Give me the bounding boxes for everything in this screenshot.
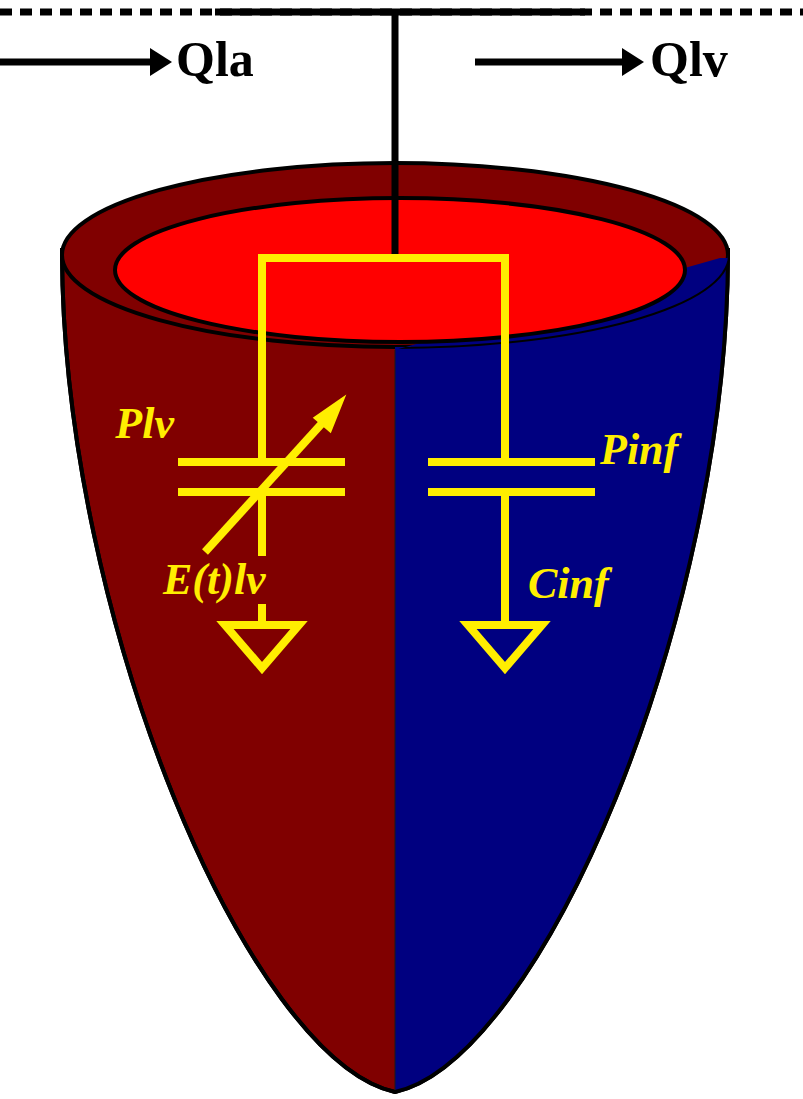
flow-label: Qlv [650, 32, 728, 87]
ventricle-cavity [115, 198, 685, 342]
compliance-label: Cinf [528, 560, 609, 608]
variable-arrow [205, 420, 325, 552]
arrow-head [622, 48, 644, 76]
flow-arrow [475, 59, 630, 66]
ground-symbol [225, 625, 299, 668]
arrow-head [316, 400, 342, 430]
elastance-label: E(t)lv [160, 556, 269, 604]
capacitor-plate [178, 458, 345, 466]
dotted-line [0, 9, 803, 16]
arrow-head [150, 48, 172, 76]
ground-symbol [468, 625, 542, 668]
infarct-region [395, 250, 728, 1092]
capacitor-plate [428, 488, 595, 496]
capacitor-plate [428, 458, 595, 466]
pressure-label: Pinf [600, 426, 678, 474]
node-line [215, 9, 585, 16]
flow-label: Qla [176, 32, 254, 87]
ventricle-wall [62, 250, 728, 1092]
node-line [392, 12, 399, 258]
pressure-label: Plv [115, 400, 174, 448]
flow-arrow [0, 59, 160, 66]
